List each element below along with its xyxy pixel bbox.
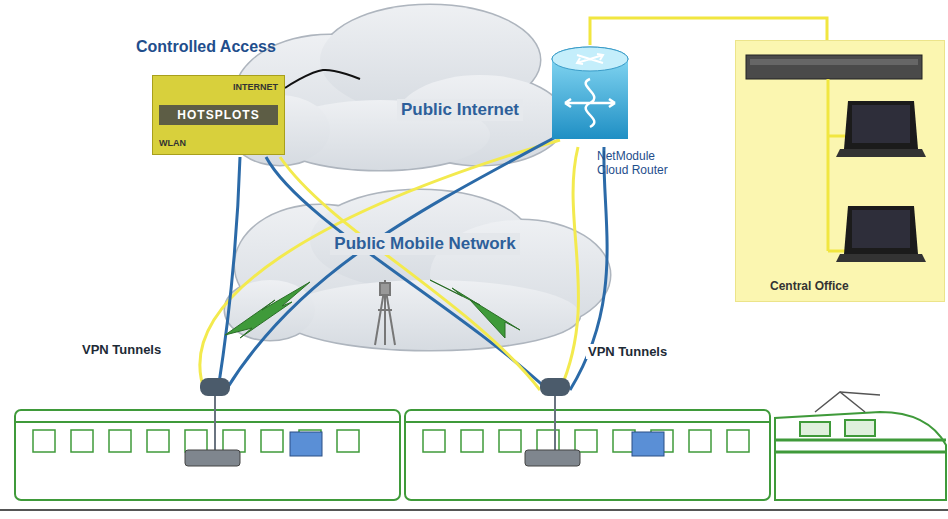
port-label: WLAN [159,138,278,148]
cloud-node: Public Mobile Network [250,205,600,335]
cloud-node: Public Internet [360,55,560,165]
office-panel: Central Office [735,40,945,302]
radio-bolt [225,280,520,338]
hotspot-gateway: Controlled AccessINTERNETHOTSPLOTSWLAN [152,75,285,155]
office-equipment [736,41,944,281]
connector [285,70,360,88]
tunnel-label: VPN Tunnels [80,342,163,357]
cloud-label: Public Internet [397,99,523,121]
router-node: NetModule Cloud Router [545,45,695,178]
train-router [185,378,664,466]
brand-logo: HOTSPLOTS [159,105,278,125]
train [15,392,946,500]
cell-tower [375,280,395,345]
port-label: INTERNET [159,82,278,92]
router-icon [545,45,635,145]
track [0,509,948,511]
vpn-tunnels [200,132,607,392]
router-label: NetModule Cloud Router [597,149,689,178]
panel-label: Central Office [770,279,849,293]
group-heading: Controlled Access [136,38,276,56]
cloud-label: Public Mobile Network [330,233,519,255]
tunnel-label: VPN Tunnels [586,344,669,359]
